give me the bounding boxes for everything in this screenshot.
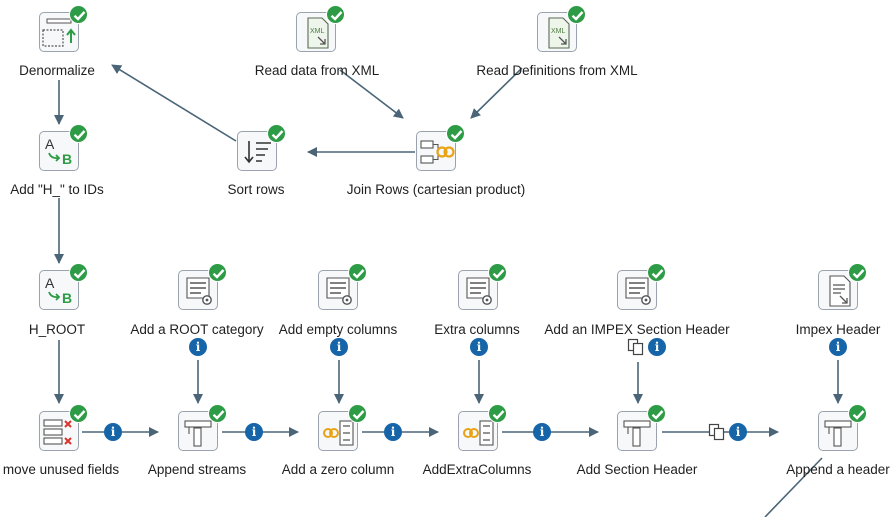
- step-label-add-empty-columns: Add empty columns: [278, 322, 398, 337]
- join-rows-icon: [416, 131, 456, 171]
- append-streams-icon: [818, 411, 858, 451]
- svg-text:A: A: [45, 136, 55, 152]
- info-icon[interactable]: i: [533, 423, 551, 441]
- step-add-extra-columns[interactable]: [458, 404, 507, 455]
- status-ok-icon: [647, 404, 666, 423]
- step-sort-rows[interactable]: [237, 124, 286, 175]
- info-icon[interactable]: i: [470, 338, 488, 356]
- svg-text:B: B: [62, 290, 72, 306]
- status-ok-icon: [69, 404, 88, 423]
- data-grid-icon: [458, 270, 498, 310]
- status-ok-icon: [446, 124, 465, 143]
- step-add-empty-columns[interactable]: [318, 263, 367, 314]
- info-icon[interactable]: i: [648, 338, 666, 356]
- svg-text:XML: XML: [310, 28, 325, 35]
- status-ok-icon: [348, 404, 367, 423]
- status-ok-icon: [348, 263, 367, 282]
- step-read-xml[interactable]: XML: [296, 5, 345, 56]
- step-read-definitions[interactable]: XML: [537, 5, 586, 56]
- append-streams-icon: [617, 411, 657, 451]
- calculator-icon: [458, 411, 498, 451]
- text-file-input-icon: [818, 270, 858, 310]
- step-label-add-h: Add "H_" to IDs: [10, 182, 104, 197]
- xml-input-icon: XML: [296, 12, 336, 52]
- hop-sort-denormalize[interactable]: [111, 64, 237, 142]
- step-append-header[interactable]: [818, 404, 867, 455]
- step-label-append-streams: Append streams: [147, 462, 247, 477]
- status-ok-icon: [848, 404, 867, 423]
- svg-text:A: A: [45, 275, 55, 291]
- status-ok-icon: [69, 124, 88, 143]
- copy-rows-icon[interactable]: [627, 338, 645, 356]
- hop-append-header-out[interactable]: [764, 457, 823, 517]
- step-label-h-root: H_ROOT: [28, 322, 86, 337]
- step-label-impex-header: Impex Header: [795, 322, 881, 337]
- status-ok-icon: [208, 404, 227, 423]
- status-ok-icon: [848, 263, 867, 282]
- step-label-impex-section-header: Add an IMPEX Section Header: [544, 322, 730, 337]
- status-ok-icon: [208, 263, 227, 282]
- step-join-rows[interactable]: [416, 124, 465, 175]
- svg-text:B: B: [62, 151, 72, 167]
- copy-rows-icon[interactable]: [708, 423, 726, 441]
- status-ok-icon: [488, 263, 507, 282]
- step-add-h[interactable]: A B: [39, 124, 88, 175]
- status-ok-icon: [326, 5, 345, 24]
- status-ok-icon: [647, 263, 666, 282]
- step-label-sort-rows: Sort rows: [227, 182, 285, 197]
- status-ok-icon: [69, 5, 88, 24]
- status-ok-icon: [69, 263, 88, 282]
- info-icon[interactable]: i: [189, 338, 207, 356]
- step-label-add-extra-columns: AddExtraColumns: [422, 462, 532, 477]
- step-denormalize[interactable]: [39, 5, 88, 56]
- step-impex-header[interactable]: [818, 263, 867, 314]
- hop-read-defs-join[interactable]: [470, 67, 523, 119]
- step-label-add-section-header: Add Section Header: [576, 462, 698, 477]
- step-add-section-header[interactable]: [617, 404, 666, 455]
- step-add-zero-column[interactable]: [318, 404, 367, 455]
- info-icon[interactable]: i: [384, 423, 402, 441]
- info-icon[interactable]: i: [729, 423, 747, 441]
- step-label-read-definitions: Read Definitions from XML: [476, 63, 638, 78]
- step-label-extra-columns: Extra columns: [434, 322, 520, 337]
- step-label-append-header: Append a header: [786, 462, 890, 477]
- info-icon[interactable]: i: [245, 423, 263, 441]
- info-icon[interactable]: i: [829, 338, 847, 356]
- step-add-root-category[interactable]: [178, 263, 227, 314]
- step-label-join-rows: Join Rows (cartesian product): [346, 182, 526, 197]
- svg-text:XML: XML: [551, 28, 566, 35]
- status-ok-icon: [267, 124, 286, 143]
- step-h-root[interactable]: A B: [39, 263, 88, 314]
- denormaliser-icon: [39, 12, 79, 52]
- step-label-add-root-category: Add a ROOT category: [130, 322, 264, 337]
- step-extra-columns[interactable]: [458, 263, 507, 314]
- hop-read-xml-join[interactable]: [339, 69, 404, 119]
- step-append-streams[interactable]: [178, 404, 227, 455]
- step-label-remove-unused-fields: move unused fields: [2, 462, 120, 477]
- step-label-denormalize: Denormalize: [19, 63, 95, 78]
- step-remove-unused-fields[interactable]: [39, 404, 88, 455]
- status-ok-icon: [488, 404, 507, 423]
- step-label-read-xml: Read data from XML: [254, 63, 380, 78]
- info-icon[interactable]: i: [104, 423, 122, 441]
- info-icon[interactable]: i: [330, 338, 348, 356]
- step-label-add-zero-column: Add a zero column: [281, 462, 395, 477]
- status-ok-icon: [567, 5, 586, 24]
- step-impex-section-header[interactable]: [617, 263, 666, 314]
